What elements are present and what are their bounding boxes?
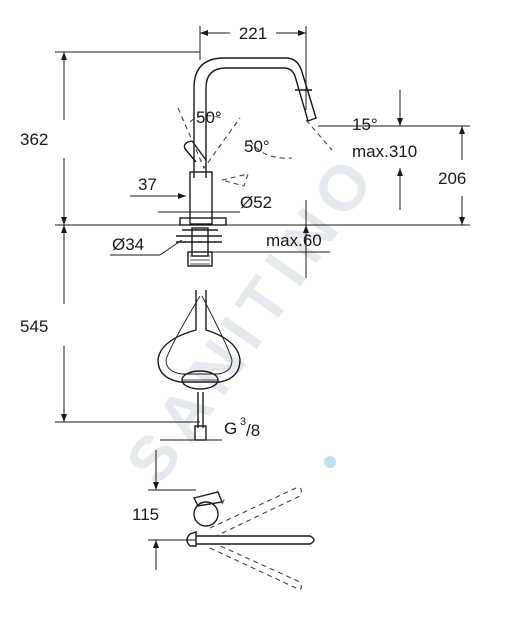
height-total-label: 362 <box>20 130 48 149</box>
mounting-nut <box>176 229 222 243</box>
width-top-label: 221 <box>239 24 267 43</box>
arrowheads <box>61 30 465 548</box>
reach-label: max.310 <box>352 142 417 161</box>
base-diameter-label: Ø52 <box>240 193 272 212</box>
plan-spout <box>196 535 315 545</box>
angle-left-label: 50° <box>196 108 222 127</box>
angle-right-label: 50° <box>244 137 270 156</box>
lever-position-alt <box>221 173 249 187</box>
base-width-label: 37 <box>138 175 157 194</box>
hose-loop <box>157 290 241 383</box>
spout-height-label: 206 <box>438 169 466 188</box>
swivel-indicators <box>177 107 333 187</box>
watermark-drop-icon <box>324 456 336 468</box>
threaded-end <box>187 251 213 267</box>
connection-sub: /8 <box>246 421 260 440</box>
hole-diameter-label: Ø34 <box>112 235 144 254</box>
lever-range-lines <box>177 107 241 170</box>
connection-label: G <box>224 419 237 438</box>
spout-swivel-arc <box>249 139 293 159</box>
spray-angle-line <box>305 119 333 151</box>
plan-swivel-dashed <box>209 487 302 590</box>
plan-lever <box>192 491 223 507</box>
faucet-plan-view <box>186 491 315 547</box>
hose-length-label: 545 <box>20 317 48 336</box>
lever <box>183 140 207 163</box>
deck-thickness-label: max.60 <box>266 231 322 250</box>
dimension-lines <box>55 26 470 570</box>
lever-range-arc <box>189 115 223 123</box>
connection-sup: 3 <box>240 416 246 428</box>
faucet-elevation <box>157 57 317 441</box>
plan-base-circle <box>193 501 219 527</box>
spout-outline <box>193 57 317 178</box>
spray-angle-label: 15° <box>352 115 378 134</box>
faucet-body <box>189 171 213 225</box>
plan-offset-label: 115 <box>132 505 159 524</box>
